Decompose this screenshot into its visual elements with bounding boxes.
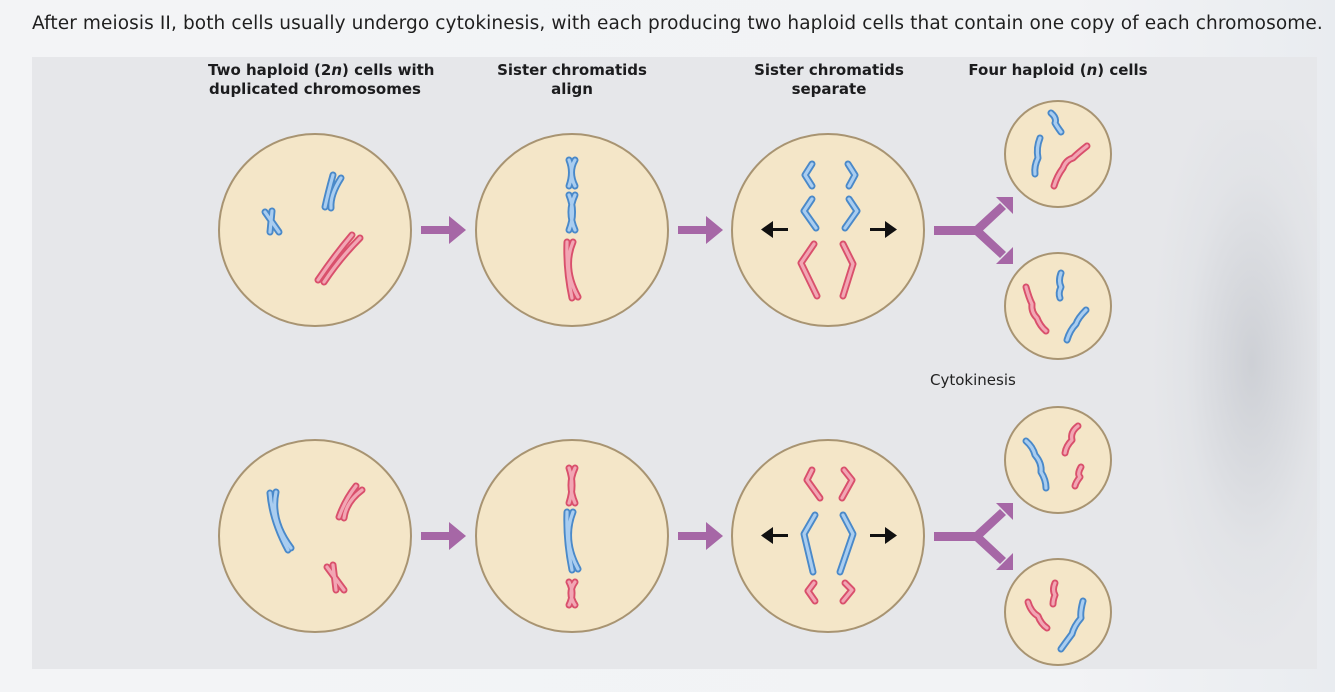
chromatid-blue-left xyxy=(800,160,820,232)
header-text: duplicated chromosomes xyxy=(209,80,421,98)
chromatid-red-left xyxy=(803,466,824,605)
arrow-right-icon xyxy=(870,221,897,238)
cell-membrane xyxy=(1004,406,1112,514)
chromosome-blue-large xyxy=(563,508,582,574)
chromatid-red-left xyxy=(797,240,821,300)
chromosome-red-small xyxy=(565,578,579,609)
chromosome-red-small xyxy=(323,561,348,594)
cell-top-1 xyxy=(218,133,412,327)
header-text: Four haploid ( xyxy=(968,61,1087,79)
cell-membrane xyxy=(218,133,412,327)
arrow-right-icon xyxy=(870,527,897,544)
daughter-cell-3 xyxy=(1004,406,1112,514)
cell-bottom-1 xyxy=(218,439,412,633)
chromatid-blue-right xyxy=(836,511,857,576)
arrow-left-icon xyxy=(761,527,788,544)
chromatid-blue-right xyxy=(841,160,861,232)
header-italic: n xyxy=(331,61,343,79)
header-two-haploid-cells: Two haploid (2n) cells with duplicated c… xyxy=(208,61,434,99)
header-text: Sister chromatids xyxy=(497,61,647,79)
header-four-haploid-cells: Four haploid (n) cells xyxy=(968,61,1148,80)
cell-membrane xyxy=(731,439,925,633)
chromosome-red-medium xyxy=(335,482,366,522)
arrow-right xyxy=(678,522,723,550)
caption-text: After meiosis II, both cells usually und… xyxy=(32,13,1323,34)
cell-top-2 xyxy=(475,133,669,327)
header-text: align xyxy=(551,80,593,98)
arrow-right xyxy=(421,216,466,244)
chromosome-blue-medium xyxy=(565,191,579,234)
cell-membrane xyxy=(218,439,412,633)
chromosome-red-large xyxy=(314,231,364,286)
chromosome-red-large xyxy=(563,238,582,302)
split-arrow xyxy=(934,197,1013,264)
daughter-cell-4 xyxy=(1004,558,1112,666)
chromosome-red-medium xyxy=(565,464,579,507)
chromosome-blue-medium xyxy=(321,171,345,212)
cell-membrane xyxy=(731,133,925,327)
chromosome-blue-large xyxy=(266,488,295,554)
arrow-left-icon xyxy=(761,221,788,238)
arrow-right xyxy=(678,216,723,244)
chromosome-blue-small xyxy=(261,207,283,236)
chromatid-red-right xyxy=(838,466,856,605)
header-text: ) cells with xyxy=(342,61,435,79)
header-italic: n xyxy=(1086,61,1098,79)
daughter-cell-2 xyxy=(1004,252,1112,360)
header-text: Two haploid (2 xyxy=(208,61,332,79)
chromatid-blue-left xyxy=(800,511,819,576)
cell-bottom-2 xyxy=(475,439,669,633)
chromatid-red-right xyxy=(839,240,857,300)
cell-membrane xyxy=(1004,100,1112,208)
header-text: Sister chromatids xyxy=(754,61,904,79)
cell-top-3 xyxy=(731,133,925,327)
arrow-right xyxy=(421,522,466,550)
cell-bottom-3 xyxy=(731,439,925,633)
cytokinesis-label: Cytokinesis xyxy=(930,371,1016,389)
header-sister-chromatids-separate: Sister chromatids separate xyxy=(749,61,909,99)
split-arrow xyxy=(934,503,1013,570)
header-text: separate xyxy=(791,80,867,98)
header-sister-chromatids-align: Sister chromatids align xyxy=(492,61,652,99)
chromosome-blue-small xyxy=(565,156,579,190)
cell-membrane xyxy=(1004,558,1112,666)
daughter-cell-1 xyxy=(1004,100,1112,208)
header-text: ) cells xyxy=(1097,61,1148,79)
cell-membrane xyxy=(1004,252,1112,360)
